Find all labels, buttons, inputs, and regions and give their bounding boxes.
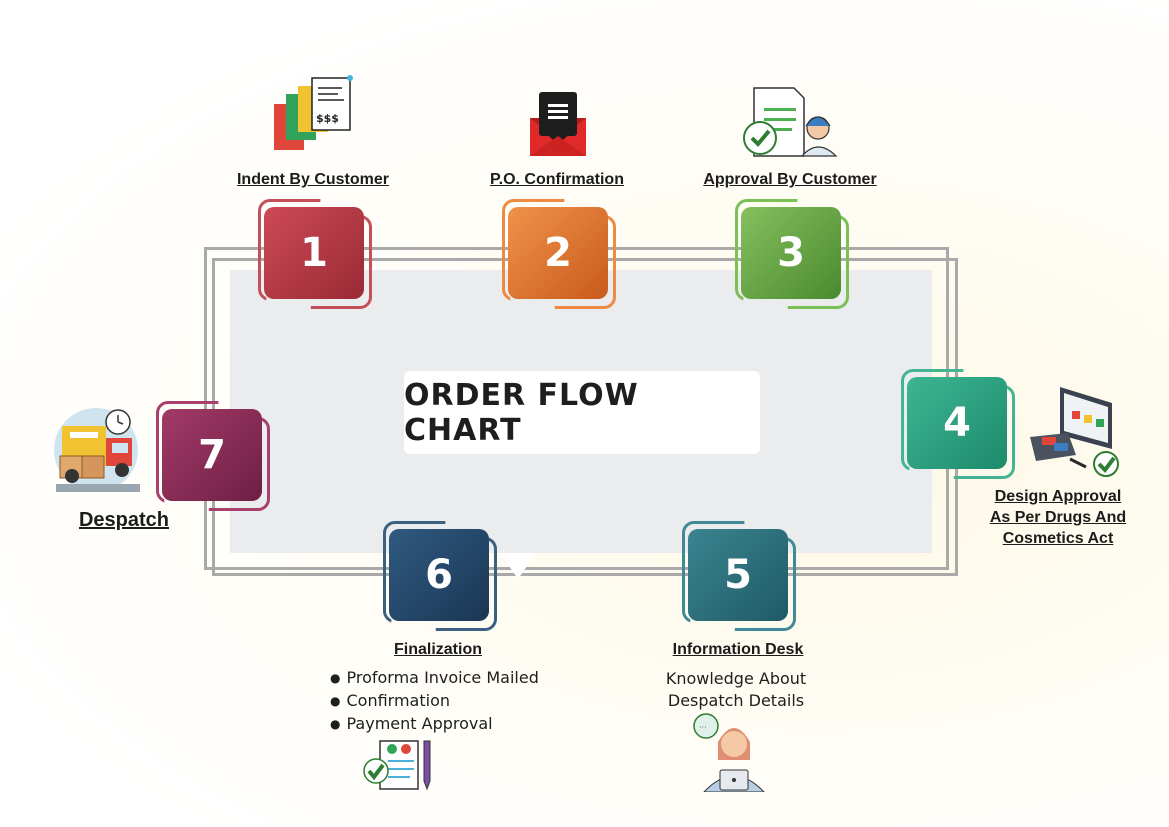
step-6-bullet-3: Payment Approval <box>330 713 539 736</box>
step-5-text-line-2: Despatch Details <box>667 691 805 710</box>
step-1-label: Indent By Customer <box>236 171 389 188</box>
invoice-documents-icon: $$$ <box>270 74 360 158</box>
step-5-label: Information Desk <box>672 641 804 658</box>
checklist-pen-icon <box>362 739 436 797</box>
step-6-bullets: Proforma Invoice Mailed Confirmation Pay… <box>330 667 539 736</box>
help-desk-agent-icon: ··· <box>690 712 770 796</box>
step-4-label-line-2: As Per Drugs And <box>989 509 1127 526</box>
step-1: 1 <box>258 199 372 309</box>
step-3: 3 <box>735 199 849 309</box>
step-2: 2 <box>502 199 616 309</box>
step-5-number: 5 <box>688 529 788 621</box>
step-4-label-line-1: Design Approval <box>994 488 1122 505</box>
step-5-text-line-1: Knowledge About <box>665 669 807 688</box>
customer-support-approval-icon <box>740 86 840 164</box>
envelope-document-icon <box>527 88 589 164</box>
step-3-number: 3 <box>741 207 841 299</box>
step-4-label-line-3: Cosmetics Act <box>1002 530 1114 547</box>
step-7-number: 7 <box>162 409 262 501</box>
step-6-bullet-2: Confirmation <box>330 690 539 713</box>
chart-title: ORDER FLOW CHART <box>404 371 760 454</box>
computer-design-approval-icon <box>1028 385 1123 481</box>
delivery-truck-icon <box>52 406 148 504</box>
step-6: 6 <box>383 521 497 631</box>
step-4-label: Design Approval As Per Drugs And Cosmeti… <box>978 486 1138 549</box>
step-7-label: Despatch <box>78 509 170 531</box>
svg-text:···: ··· <box>699 723 707 732</box>
title-pointer <box>500 553 536 579</box>
step-4: 4 <box>901 369 1015 479</box>
step-5: 5 <box>682 521 796 631</box>
step-2-number: 2 <box>508 207 608 299</box>
step-5-description: Knowledge About Despatch Details <box>650 668 822 712</box>
step-2-label: P.O. Confirmation <box>490 171 624 188</box>
step-7: 7 <box>156 401 270 511</box>
step-6-bullet-1: Proforma Invoice Mailed <box>330 667 538 690</box>
step-6-number: 6 <box>389 529 489 621</box>
step-1-number: 1 <box>264 207 364 299</box>
step-6-label: Finalization <box>394 641 482 658</box>
step-4-number: 4 <box>907 377 1007 469</box>
svg-text:$$$: $$$ <box>316 112 339 125</box>
step-3-label: Approval By Customer <box>703 171 877 188</box>
